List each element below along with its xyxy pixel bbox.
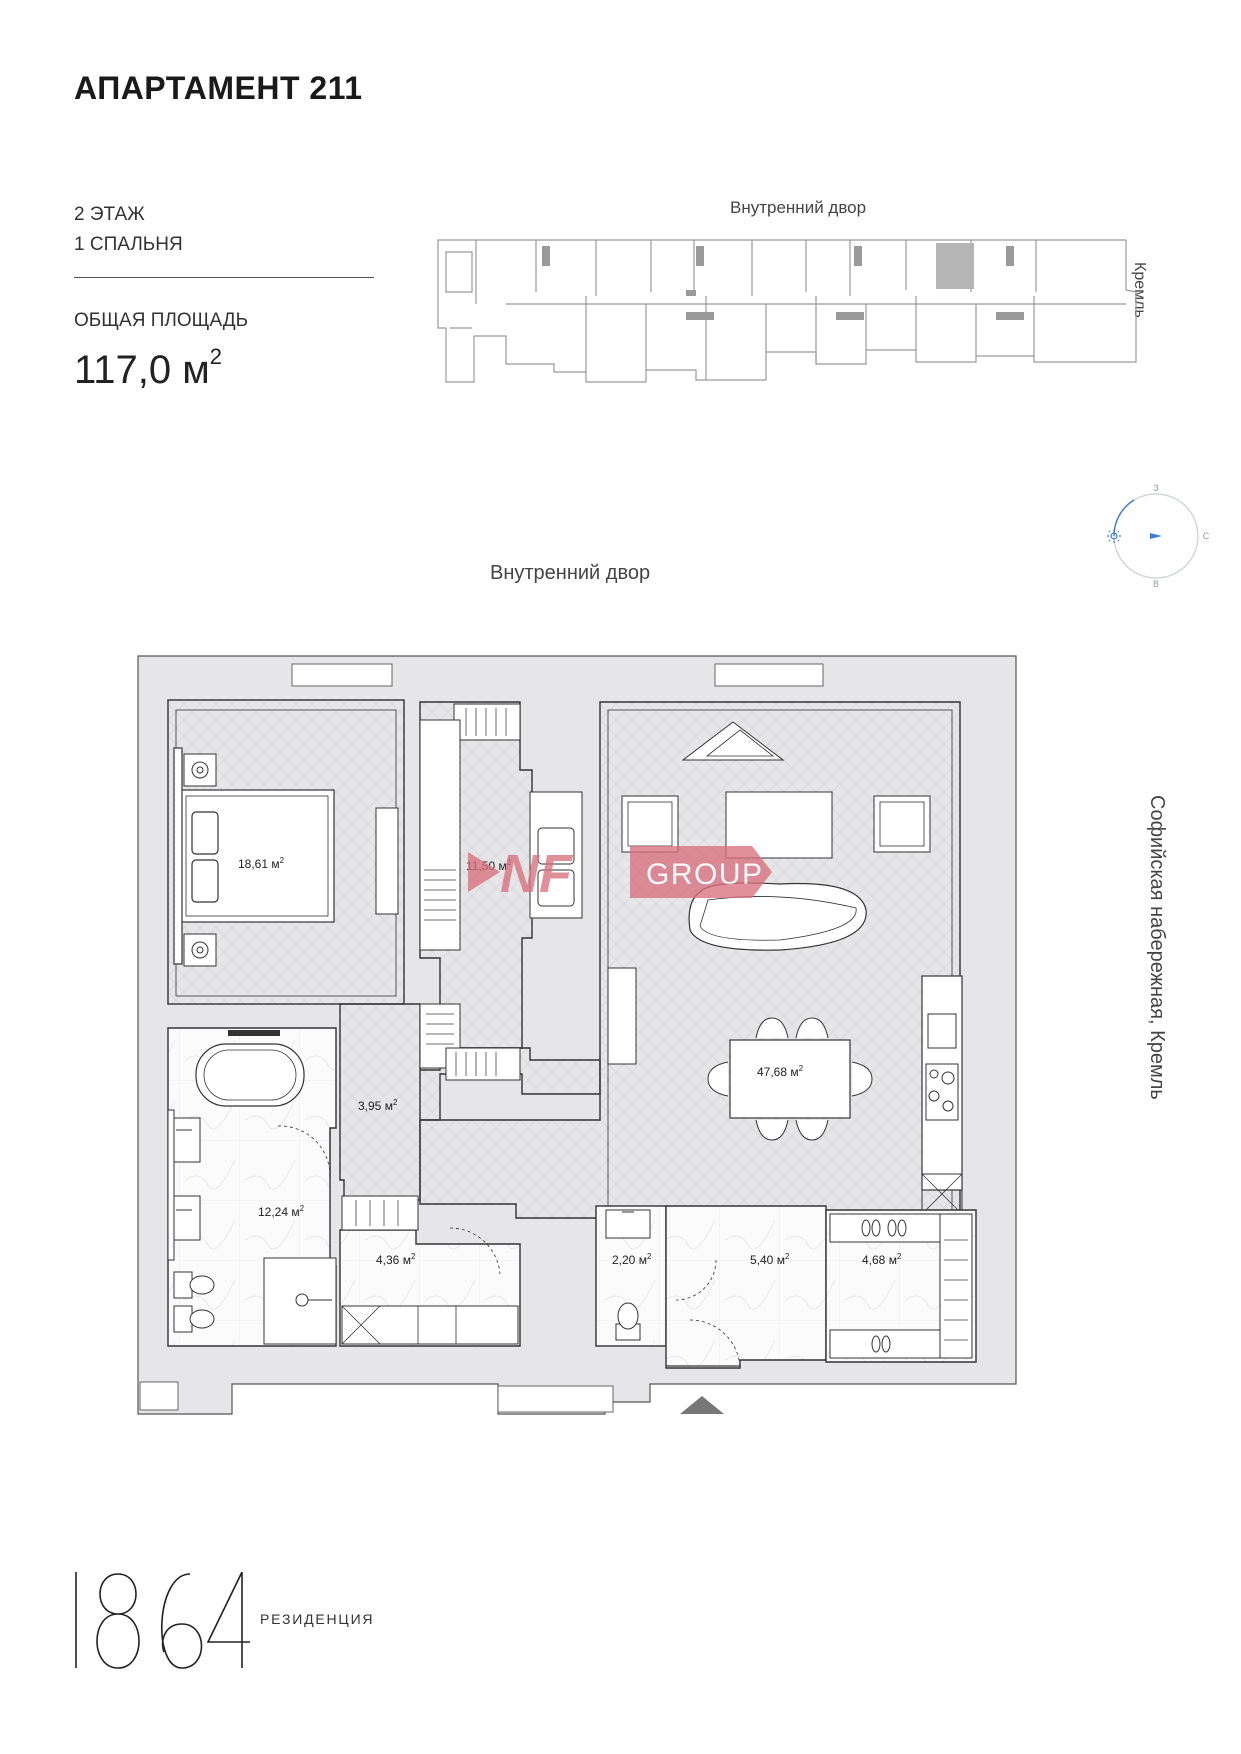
closet	[825, 1209, 977, 1363]
chair-icon	[537, 869, 575, 907]
wardrobe-shelf	[453, 703, 521, 741]
closet-shelf	[939, 1213, 973, 1359]
room-area-bathroom: 12,24 м2	[258, 1204, 305, 1219]
total-area-unit-sup: 2	[209, 344, 222, 369]
compass-arrow-icon	[1150, 533, 1162, 539]
brand-logo: 1864	[72, 1572, 250, 1669]
total-area-label: ОБЩАЯ ПЛОЩАДЬ	[74, 310, 249, 331]
bench	[829, 1329, 941, 1359]
bedroom-bench	[375, 807, 399, 915]
console	[607, 967, 637, 1065]
toilet-icon	[173, 1271, 215, 1333]
floor-label: 2 ЭТАЖ	[74, 204, 145, 225]
chair-icon	[707, 1017, 873, 1141]
brand-word: РЕЗИДЕНЦИЯ	[260, 1611, 375, 1627]
chair-icon	[537, 827, 575, 865]
keyplan	[437, 239, 1137, 383]
laundry-cabinets	[341, 1305, 519, 1345]
brand-numerals: 1864	[72, 1572, 75, 1573]
watermark-mark: NF	[500, 844, 574, 904]
armchair	[621, 795, 679, 853]
watermark-text: GROUP	[646, 858, 764, 891]
window	[139, 1381, 179, 1411]
compass: З С В	[1107, 483, 1210, 589]
room-area-wc: 2,20 м2	[612, 1252, 652, 1267]
room-area-entrance: 5,40 м2	[750, 1252, 790, 1267]
toilet-icon	[615, 1302, 641, 1341]
room-area-closet: 4,68 м2	[862, 1252, 902, 1267]
total-area-value: 117,0 м2	[74, 344, 222, 393]
shoe-rack	[829, 1213, 941, 1243]
cooktop-icon	[925, 1063, 959, 1121]
sun-icon	[1107, 529, 1121, 543]
watermark: NF GROUP	[468, 844, 772, 904]
armchair	[873, 795, 931, 853]
shoes-icon	[861, 1219, 907, 1353]
compass-south: В	[1153, 579, 1159, 589]
total-area-number: 117,0 м	[74, 348, 210, 392]
sofa	[688, 882, 867, 951]
laundry-shelf	[341, 1195, 419, 1231]
room-area-hall: 3,95 м2	[358, 1098, 398, 1113]
room-area-bedroom: 18,61 м2	[238, 856, 285, 871]
bed	[173, 747, 335, 965]
fireplace	[681, 721, 785, 761]
shower	[263, 1257, 337, 1345]
sink-icon	[927, 1013, 957, 1049]
entrance-hall	[665, 1205, 827, 1369]
header-divider	[74, 277, 374, 278]
entrance-arrow-icon	[680, 1396, 724, 1414]
dining-table	[729, 1039, 851, 1119]
window	[291, 663, 393, 687]
compass-north: З	[1153, 483, 1158, 493]
window	[714, 663, 824, 687]
sink-icon	[605, 1209, 651, 1239]
compass-east: С	[1203, 531, 1210, 541]
plan-courtyard-label: Внутренний двор	[490, 562, 651, 584]
bathtub-icon	[195, 1043, 305, 1107]
room-area-living: 47,68 м2	[757, 1064, 804, 1079]
nightstand	[183, 753, 217, 967]
hall-wardrobe	[445, 1047, 521, 1081]
room-area-laundry: 4,36 м2	[376, 1252, 416, 1267]
sink-icon	[167, 1109, 201, 1261]
apartment-highlight	[936, 243, 974, 289]
kitchen-counter	[921, 975, 963, 1191]
window	[497, 1385, 614, 1413]
wardrobe-shelf	[419, 719, 461, 951]
bedrooms-label: 1 СПАЛЬНЯ	[74, 234, 183, 255]
keyplan-courtyard-label: Внутренний двор	[730, 198, 867, 217]
page-title: АПАРТАМЕНТ 211	[74, 70, 363, 106]
